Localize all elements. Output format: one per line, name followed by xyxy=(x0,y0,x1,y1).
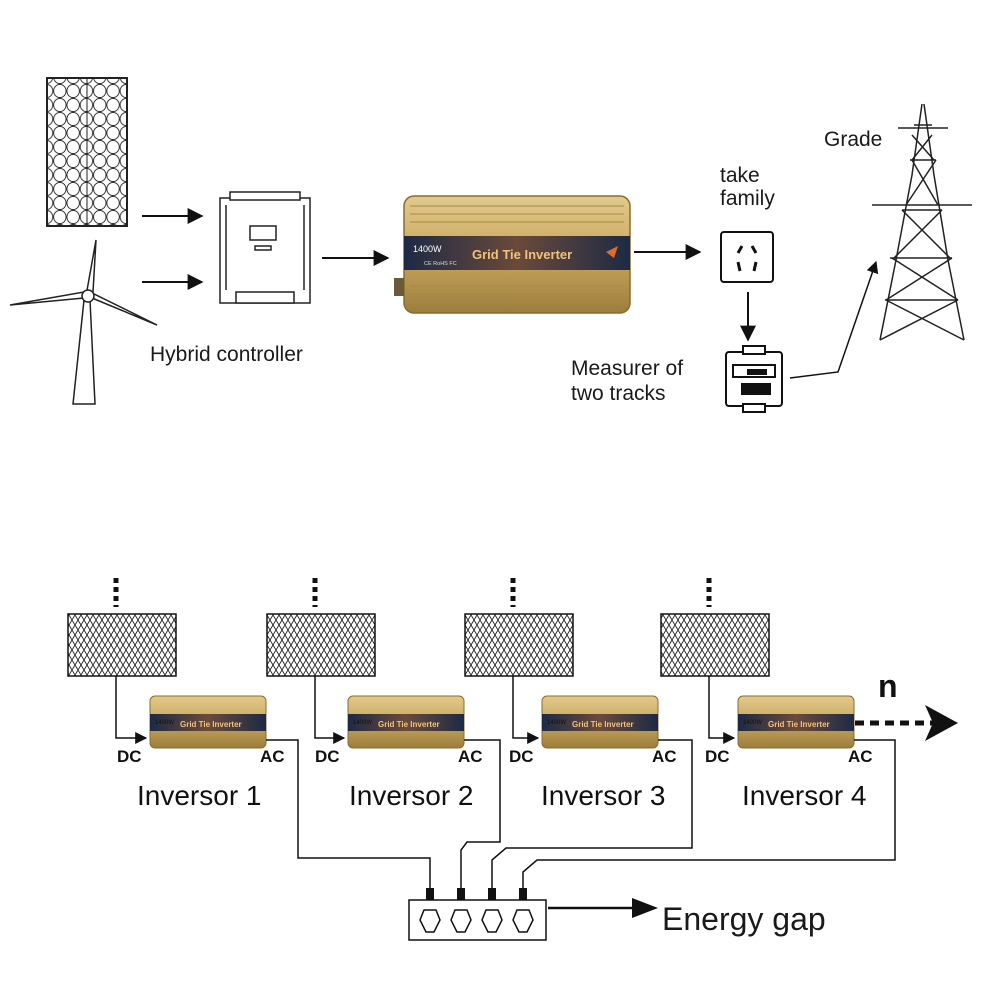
ac-label: AC xyxy=(848,747,873,766)
inverter-name-label: Grid Tie Inverter xyxy=(768,720,830,729)
plug-icon xyxy=(457,888,465,900)
inverter-label: Inversor 2 xyxy=(349,780,474,811)
dc-label: DC xyxy=(315,747,340,766)
grid-tie-inverter-top: 1400W CE RoHS FC Grid Tie Inverter xyxy=(394,195,631,314)
dc-wire xyxy=(314,676,346,744)
ac-wire xyxy=(491,739,693,896)
inverter-power-label: 1400W xyxy=(547,720,566,726)
solar-panel-top xyxy=(46,77,128,227)
grid-tie-inverter: 1400W Grid Tie Inverter xyxy=(541,695,659,749)
outlet-label-line1: take xyxy=(720,164,760,187)
power-tower-icon xyxy=(872,103,972,341)
inverter-power-label: 1400W xyxy=(155,720,174,726)
ac-label: AC xyxy=(652,747,677,766)
plug-icon xyxy=(426,888,434,900)
ac-label: AC xyxy=(458,747,483,766)
meter-label-line1: Measurer of xyxy=(571,357,683,380)
dc-label: DC xyxy=(705,747,730,766)
inverter-cert-label: CE RoHS FC xyxy=(424,261,457,267)
inverter-name-label: Grid Tie Inverter xyxy=(472,247,572,262)
ac-wire xyxy=(460,739,501,896)
power-strip-icon xyxy=(408,899,547,941)
arrow-to-energy-head xyxy=(632,898,658,918)
ac-label: AC xyxy=(260,747,285,766)
dc-wire xyxy=(708,676,736,744)
hybrid-controller-label: Hybrid controller xyxy=(150,343,303,366)
grid-tie-inverter: 1400W Grid Tie Inverter xyxy=(149,695,267,749)
outlet-label-line2: family xyxy=(720,187,775,210)
energy-label: Energy gap xyxy=(662,901,826,937)
n-label: n xyxy=(878,668,898,704)
arrow-meter-to-grid xyxy=(789,260,879,379)
inverter-power-label: 1400W xyxy=(413,244,442,254)
dc-label: DC xyxy=(509,747,534,766)
inverter-name-label: Grid Tie Inverter xyxy=(180,720,242,729)
inverter-label: Inversor 4 xyxy=(742,780,867,811)
n-continuation-arrowhead xyxy=(925,705,958,741)
solar-panel xyxy=(464,613,574,677)
inverter-label: Inversor 3 xyxy=(541,780,666,811)
wall-outlet-icon xyxy=(720,231,774,283)
solar-panel xyxy=(660,613,770,677)
dc-wire xyxy=(512,676,540,744)
ac-wire xyxy=(522,739,896,896)
plug-icon xyxy=(519,888,527,900)
inverter-name-label: Grid Tie Inverter xyxy=(572,720,634,729)
hybrid-controller-icon xyxy=(219,191,311,304)
ac-wire xyxy=(266,739,431,896)
dc-label: DC xyxy=(117,747,142,766)
wind-turbine-icon xyxy=(9,239,158,405)
grid-tie-inverter: 1400W Grid Tie Inverter xyxy=(347,695,465,749)
grid-tie-inverter: 1400W Grid Tie Inverter xyxy=(737,695,855,749)
solar-panel xyxy=(67,613,177,677)
plug-icon xyxy=(488,888,496,900)
grid-label: Grade xyxy=(824,128,882,151)
inverter-power-label: 1400W xyxy=(743,720,762,726)
inverter-power-label: 1400W xyxy=(353,720,372,726)
inverter-label: Inversor 1 xyxy=(137,780,262,811)
dc-wire xyxy=(115,676,148,744)
meter-label-line2: two tracks xyxy=(571,382,666,405)
solar-panel xyxy=(266,613,376,677)
inverter-name-label: Grid Tie Inverter xyxy=(378,720,440,729)
two-track-meter-icon xyxy=(725,345,783,413)
